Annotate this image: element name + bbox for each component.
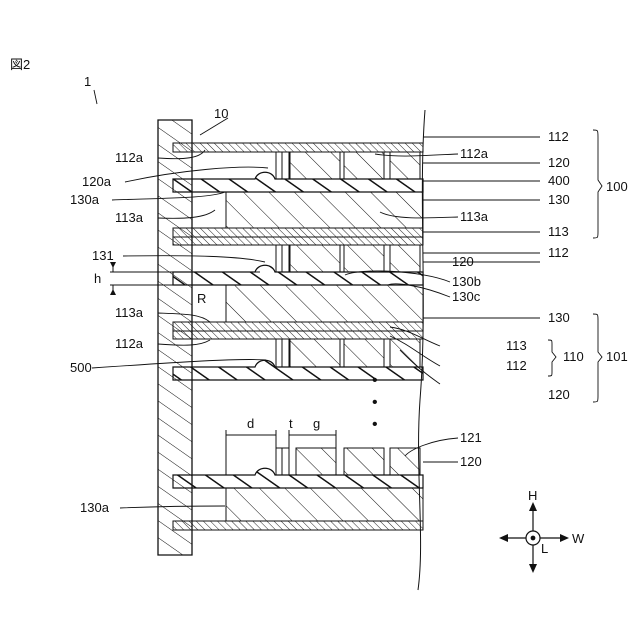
label-113a-mid: 113a (115, 305, 144, 320)
label-120a: 120a (82, 174, 112, 189)
label-131: 131 (92, 248, 114, 263)
svg-text:•: • (372, 394, 378, 411)
label-130b: 130b (452, 274, 481, 289)
label-1: 1 (84, 74, 91, 89)
label-130-b: 130 (548, 310, 570, 325)
label-113a: 113a (115, 210, 144, 225)
label-130a: 130a (70, 192, 100, 207)
label-d: d (247, 416, 254, 431)
label-101: 101 (606, 349, 628, 364)
plate-112-mid (173, 331, 423, 339)
label-400: 400 (548, 173, 570, 188)
label-500: 500 (70, 360, 92, 375)
label-h: h (94, 271, 101, 286)
label-113-b: 113 (506, 338, 527, 353)
axis-label-H: H (528, 488, 537, 503)
ellipsis-dots: • (372, 372, 378, 389)
label-t: t (289, 416, 293, 431)
label-112a-mid: 112a (115, 336, 144, 351)
label-120-b: 120 (452, 254, 474, 269)
label-120-d: 120 (460, 454, 482, 469)
label-120: 120 (548, 155, 570, 170)
label-112a: 112a (115, 150, 144, 165)
label-g: g (313, 416, 320, 431)
label-R: R (197, 291, 206, 306)
axis-label-L: L (541, 541, 548, 556)
block-130-bottom (226, 488, 423, 521)
label-100: 100 (606, 179, 628, 194)
plate-113-bottom (173, 521, 423, 530)
label-112-c: 112 (506, 358, 527, 373)
axis-label-W: W (572, 531, 585, 546)
direction-indicator (502, 505, 566, 570)
label-130c: 130c (452, 289, 481, 304)
label-110: 110 (563, 349, 584, 364)
plate-113-mid (173, 322, 423, 331)
label-113a-right: 113a (460, 209, 489, 224)
block-130-mid (226, 285, 423, 322)
label-112-b: 112 (548, 245, 569, 260)
label-112: 112 (548, 129, 569, 144)
label-121: 121 (460, 430, 482, 445)
fins-bottom (296, 448, 420, 475)
label-130: 130 (548, 192, 570, 207)
svg-text:•: • (372, 416, 378, 433)
label-112a-right: 112a (460, 146, 489, 161)
fins-lower (290, 339, 420, 367)
label-113: 113 (548, 224, 569, 239)
plate-113-top (173, 228, 423, 237)
label-120-c: 120 (548, 387, 570, 402)
label-130a-bottom: 130a (80, 500, 110, 515)
fins-mid (290, 245, 420, 272)
label-10: 10 (214, 106, 228, 121)
plate-112-top (173, 143, 423, 152)
block-130-top (226, 192, 423, 228)
plate-112-second (173, 237, 423, 245)
